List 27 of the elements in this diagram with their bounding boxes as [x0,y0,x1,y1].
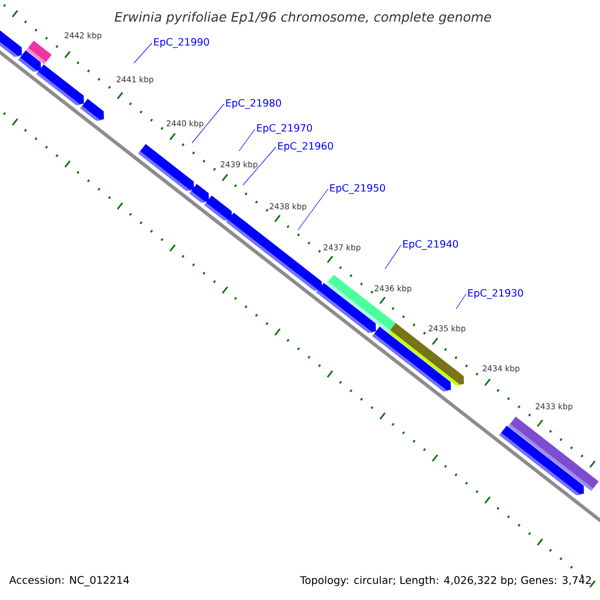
gene-label: EpC_21950 [330,184,385,194]
gene-label: EpC_21960 [278,142,333,152]
tick-label: 2435 kbp [428,325,466,333]
tick-label: 2436 kbp [374,285,412,293]
leader-line [298,188,328,230]
gene-label: EpC_21930 [468,289,523,299]
gene-label: EpC_21940 [403,240,458,250]
gene-label: EpC_21970 [257,124,312,134]
tick-label: 2441 kbp [116,76,154,84]
tick-label: 2440 kbp [166,120,204,128]
gene-label: EpC_21990 [154,38,209,48]
tick-label: 2434 kbp [482,365,520,373]
tick-label: 2442 kbp [64,32,102,40]
genome-info-text: Topology: circular; Length: 4,026,322 bp; Genes: 3,742 [300,576,591,586]
leader-line [134,42,152,64]
leader-line [384,244,402,270]
leader-line [456,294,466,310]
title: Erwinia pyrifoliae Ep1/96 chromosome, complete genome [114,12,492,24]
tick-label: 2439 kbp [220,161,258,169]
gene-label: EpC_21980 [226,99,281,109]
accession-text: Accession: NC_012214 [9,576,130,586]
leader-line [192,104,224,144]
leader-line [238,128,256,152]
tick-label: 2438 kbp [270,203,306,211]
leader-line [242,146,276,186]
tick-label: 2437 kbp [324,244,360,252]
tick-label: 2433 kbp [536,403,572,411]
